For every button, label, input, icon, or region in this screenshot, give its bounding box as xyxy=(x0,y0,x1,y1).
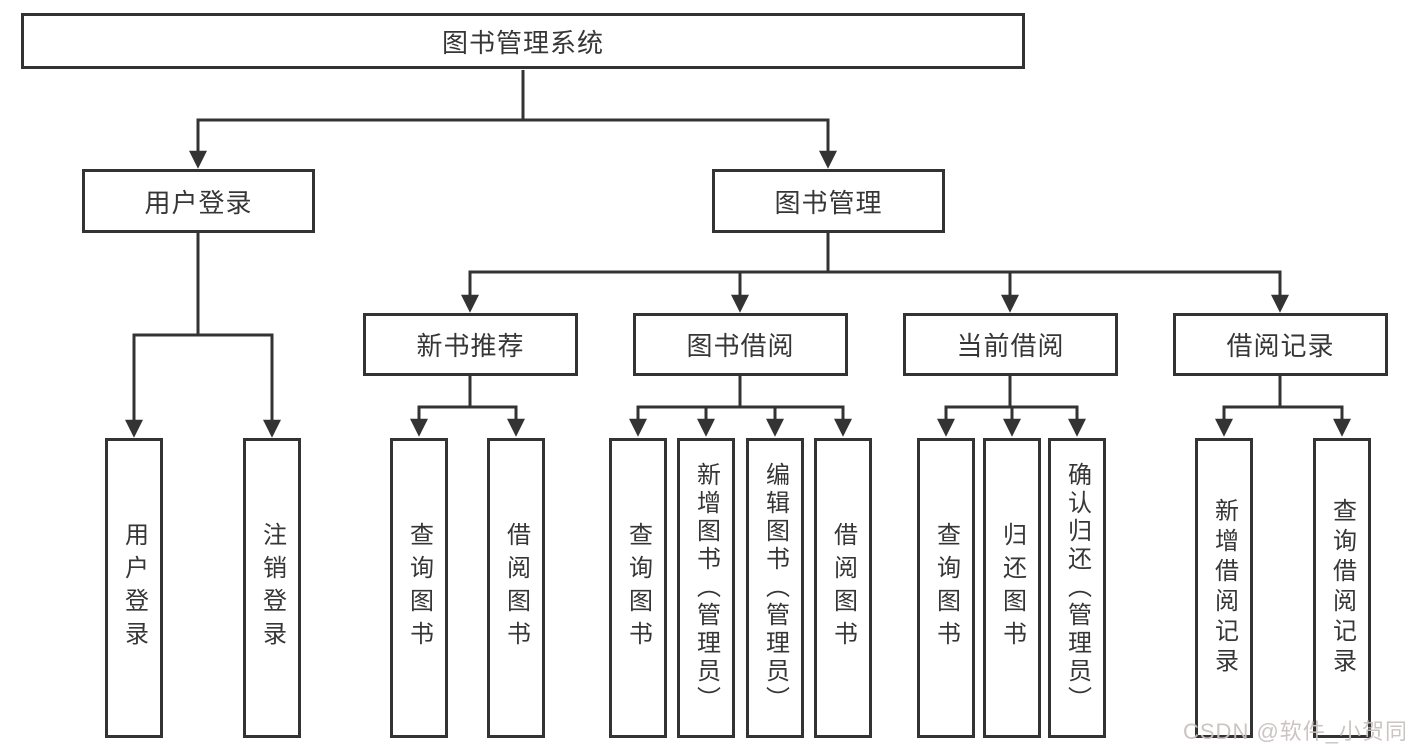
leaf-return-books: 归还图书 xyxy=(983,438,1041,738)
leaf-query-books-current: 查询图书 xyxy=(917,438,975,738)
node-user-login: 用户登录 xyxy=(82,169,315,233)
leaf-logout-login: 注销登录 xyxy=(243,438,301,738)
leaf-query-books-recommend: 查询图书 xyxy=(390,438,448,738)
node-book-management: 图书管理 xyxy=(712,169,945,233)
leaf-confirm-return-admin: 确认归还（管理员） xyxy=(1048,438,1106,738)
node-library-system: 图书管理系统 xyxy=(21,13,1025,69)
leaf-query-books-borrowing: 查询图书 xyxy=(609,438,667,738)
leaf-add-book-admin: 新增图书（管理员） xyxy=(677,438,735,738)
node-new-book-recommend: 新书推荐 xyxy=(363,313,578,376)
csdn-watermark: CSDN @软件_小贺同学 xyxy=(1183,719,1405,744)
leaf-add-borrow-record: 新增借阅记录 xyxy=(1195,438,1253,738)
leaf-borrow-books-borrowing: 借阅图书 xyxy=(814,438,872,738)
leaf-user-login: 用户登录 xyxy=(105,438,163,738)
leaf-edit-book-admin: 编辑图书（管理员） xyxy=(746,438,804,738)
leaf-borrow-books-recommend: 借阅图书 xyxy=(487,438,545,738)
leaf-query-borrow-record: 查询借阅记录 xyxy=(1313,438,1371,738)
node-current-borrowing: 当前借阅 xyxy=(903,313,1118,376)
node-book-borrowing: 图书借阅 xyxy=(633,313,848,376)
node-borrowing-records: 借阅记录 xyxy=(1173,313,1388,376)
